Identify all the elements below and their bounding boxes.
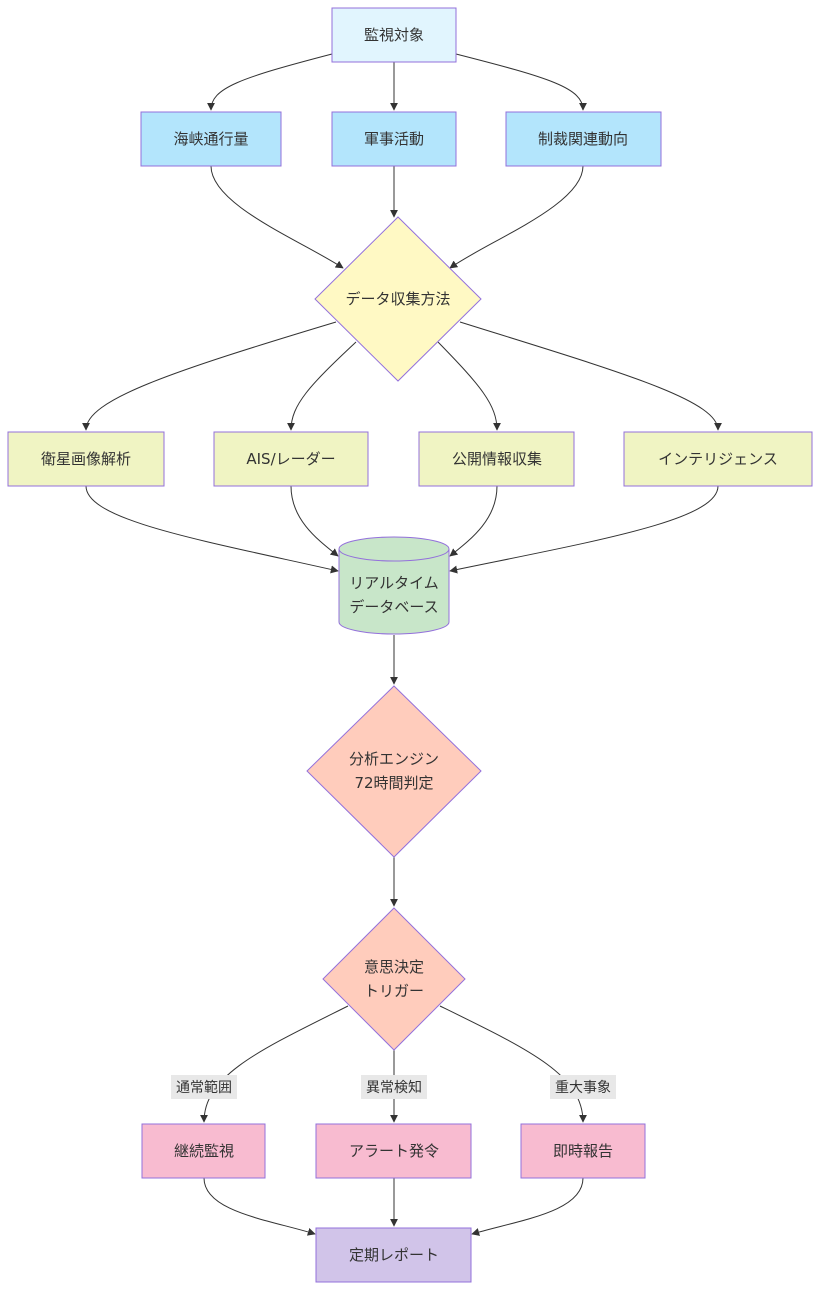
edge-trigger-continue bbox=[200, 1005, 349, 1123]
label-strait: 海峡通行量 bbox=[173, 130, 248, 148]
node-db[interactable] bbox=[338, 536, 450, 635]
label-engine-line2: 72時間判定 bbox=[354, 774, 433, 792]
edge-monitor-sanctions bbox=[455, 53, 587, 111]
edge-satellite-db bbox=[85, 485, 339, 574]
label-collect: データ収集方法 bbox=[345, 290, 450, 308]
edge-intel-db bbox=[449, 485, 719, 574]
node-immediate[interactable] bbox=[520, 1123, 646, 1179]
label-trigger-line2: トリガー bbox=[364, 982, 424, 1000]
label-sanctions: 制裁関連動向 bbox=[538, 130, 628, 148]
label-monitor: 監視対象 bbox=[364, 26, 424, 44]
node-satellite[interactable] bbox=[7, 431, 165, 487]
label-immediate: 即時報告 bbox=[553, 1142, 613, 1160]
edge-collect-satellite bbox=[82, 321, 337, 431]
node-ais[interactable] bbox=[213, 431, 369, 487]
node-osint[interactable] bbox=[418, 431, 575, 487]
node-db-top-rim bbox=[338, 548, 450, 562]
node-monitor[interactable] bbox=[331, 7, 457, 63]
nodes bbox=[7, 7, 813, 1283]
edge-collect-osint bbox=[437, 341, 501, 431]
edge-ais-db bbox=[290, 485, 339, 557]
node-military[interactable] bbox=[331, 111, 457, 167]
edge-label-bg-major bbox=[550, 1075, 616, 1099]
node-continue[interactable] bbox=[141, 1123, 266, 1179]
label-report: 定期レポート bbox=[349, 1246, 439, 1264]
node-alert[interactable] bbox=[315, 1123, 472, 1179]
edge-monitor-strait bbox=[207, 53, 333, 111]
edge-osint-db bbox=[449, 485, 498, 557]
label-engine-line1: 分析エンジン bbox=[349, 750, 439, 768]
edges bbox=[82, 53, 722, 1236]
edge-continue-report bbox=[203, 1177, 316, 1236]
node-engine[interactable] bbox=[306, 685, 482, 858]
edge-label-bg-normal bbox=[171, 1075, 237, 1099]
node-intel[interactable] bbox=[623, 431, 813, 487]
edge-label-bg-anomaly bbox=[361, 1075, 427, 1099]
label-osint: 公開情報収集 bbox=[452, 450, 542, 468]
node-trigger[interactable] bbox=[322, 907, 466, 1051]
node-collect[interactable] bbox=[314, 216, 482, 382]
edge-label-anomaly: 異常検知 bbox=[366, 1079, 422, 1096]
label-trigger-line1: 意思決定 bbox=[364, 958, 424, 976]
label-satellite: 衛星画像解析 bbox=[41, 450, 131, 468]
node-report[interactable] bbox=[315, 1227, 472, 1283]
edge-collect-ais bbox=[287, 341, 357, 431]
node-labels: 監視対象 海峡通行量 軍事活動 制裁関連動向 データ収集方法 衛星画像解析 AI… bbox=[41, 26, 778, 1264]
edge-sanctions-collect bbox=[449, 165, 584, 269]
label-db-line1: リアルタイム bbox=[349, 574, 439, 592]
label-db-line2: データベース bbox=[349, 598, 438, 616]
edge-labels: 通常範囲 異常検知 重大事象 bbox=[171, 1075, 616, 1099]
node-strait[interactable] bbox=[140, 111, 282, 167]
label-continue: 継続監視 bbox=[174, 1142, 234, 1160]
edge-trigger-immediate bbox=[439, 1005, 587, 1123]
edge-collect-intel bbox=[459, 321, 722, 431]
edge-immediate-report bbox=[471, 1177, 584, 1236]
label-military: 軍事活動 bbox=[364, 130, 424, 148]
edge-label-normal: 通常範囲 bbox=[176, 1079, 232, 1096]
label-intel: インテリジェンス bbox=[658, 450, 778, 468]
node-sanctions[interactable] bbox=[505, 111, 662, 167]
label-ais: AIS/レーダー bbox=[246, 450, 335, 468]
edge-strait-collect bbox=[210, 165, 344, 269]
label-alert: アラート発令 bbox=[349, 1142, 439, 1160]
edge-label-major: 重大事象 bbox=[555, 1080, 611, 1096]
